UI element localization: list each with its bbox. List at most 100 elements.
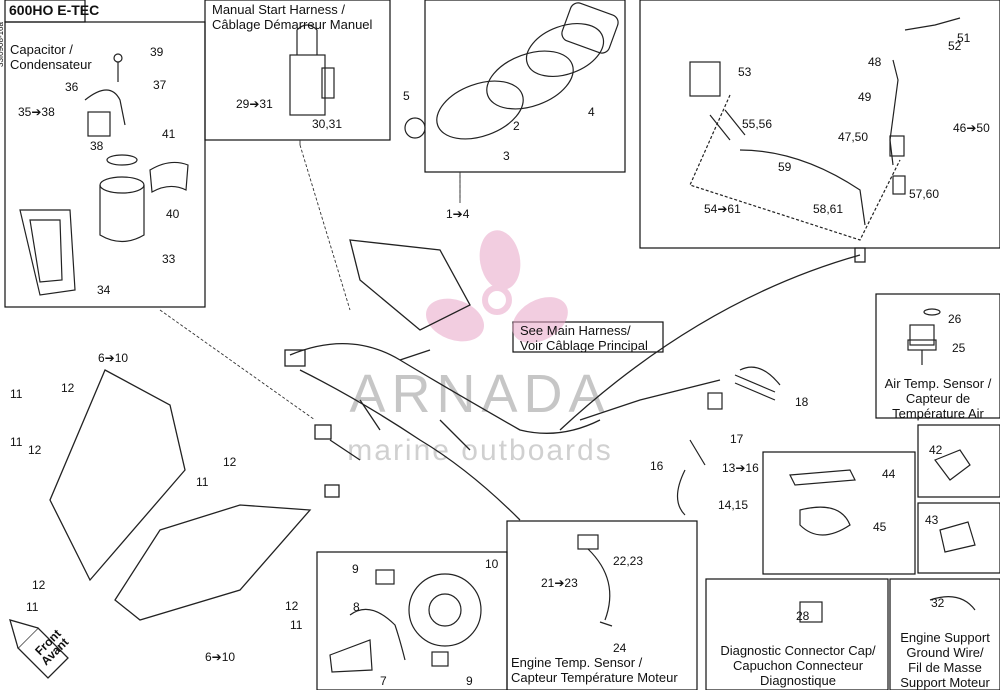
callout-27: 58,61 <box>813 202 843 216</box>
callout-6: 40 <box>166 207 180 221</box>
callout-47: 9 <box>352 562 359 576</box>
callout-56: 44 <box>882 467 896 481</box>
capacitor-label: Capacitor / Condensateur <box>10 42 92 72</box>
callout-34: 12 <box>28 443 42 457</box>
callout-59: 28 <box>796 609 810 623</box>
gauge-box <box>424 0 626 173</box>
callout-44: 13➔16 <box>722 461 759 475</box>
callout-21: 55,56 <box>742 117 772 131</box>
callout-50: 7 <box>380 674 387 688</box>
engine-temp-label-fr: Capteur Température Moteur <box>511 670 678 685</box>
callout-0: 39 <box>150 45 164 59</box>
manual-start-label-en: Manual Start Harness / <box>212 2 345 17</box>
engine-temp-label-en: Engine Temp. Sensor / <box>511 655 643 670</box>
callout-53: 21➔23 <box>541 576 578 590</box>
callout-10: 30,31 <box>312 117 342 131</box>
callout-31: 11 <box>10 387 23 401</box>
callout-58: 43 <box>925 513 939 527</box>
callout-37: 12 <box>32 578 46 592</box>
harness-center <box>284 239 866 521</box>
manual-start-connector <box>289 24 335 116</box>
engine-support-label-fr1: Fil de Masse <box>908 660 982 675</box>
watermark-title: ARNADA <box>349 364 610 424</box>
engine-support-label: Engine Support Ground Wire/ Fil de Masse… <box>891 630 999 690</box>
callout-17: 52 <box>948 39 962 53</box>
bulb-box <box>316 551 508 690</box>
engine-support-box <box>889 578 1000 690</box>
callout-55: 42 <box>929 443 943 457</box>
clip-42-box <box>917 424 1000 498</box>
main-harness-label-fr: Voir Câblage Principal <box>520 338 648 353</box>
callout-45: 16 <box>650 459 664 473</box>
diag-cap-label-fr1: Capuchon Connecteur <box>732 658 864 673</box>
air-temp-label-fr2: Température Air <box>892 406 984 421</box>
engine-temp-box <box>506 520 698 690</box>
callout-12: 2 <box>513 119 520 133</box>
callout-42: 18 <box>795 395 809 409</box>
callout-18: 48 <box>868 55 882 69</box>
callout-19: 49 <box>858 90 872 104</box>
callout-40: 11 <box>290 618 303 632</box>
callout-23: 46➔50 <box>953 121 990 135</box>
air-temp-box <box>875 293 1000 419</box>
air-temp-label-en: Air Temp. Sensor / <box>884 376 992 391</box>
callout-54: 24 <box>613 641 627 655</box>
callout-11: 5 <box>403 89 410 103</box>
callout-36: 12 <box>223 455 237 469</box>
diag-cap-label-en: Diagnostic Connector Cap/ <box>720 643 876 658</box>
bulb-parts <box>329 569 482 673</box>
engine-temp-label: Engine Temp. Sensor / Capteur Températur… <box>511 655 678 685</box>
main-harness-label-en: See Main Harness/ <box>520 323 631 338</box>
capacitor-assembly <box>19 53 189 296</box>
callout-28: 26 <box>948 312 962 326</box>
callout-49: 8 <box>353 600 360 614</box>
front-arrow <box>9 619 69 679</box>
callout-29: 25 <box>952 341 966 355</box>
misc-parts <box>789 449 976 623</box>
callout-24: 59 <box>778 160 792 174</box>
callout-7: 33 <box>162 252 176 266</box>
callout-9: 29➔31 <box>236 97 273 111</box>
engine-support-label-en2: Ground Wire/ <box>906 645 984 660</box>
watermark-subtitle: marine outboards <box>347 434 612 467</box>
callout-26: 54➔61 <box>704 202 741 216</box>
manual-start-label: Manual Start Harness / Câblage Démarreur… <box>212 2 372 32</box>
headlight-lens <box>49 369 312 621</box>
callout-13: 3 <box>503 149 510 163</box>
air-temp-label: Air Temp. Sensor / Capteur de Températur… <box>878 376 998 421</box>
callout-48: 10 <box>485 557 499 571</box>
main-harness-box <box>512 321 664 353</box>
callout-60: 32 <box>931 596 945 610</box>
gauge-parts <box>404 2 619 140</box>
capacitor-box <box>4 21 206 308</box>
diag-cap-label-fr2: Diagnostique <box>760 673 836 688</box>
capacitor-label-en: Capacitor / <box>10 42 73 57</box>
callout-4: 41 <box>162 127 176 141</box>
callout-38: 11 <box>26 600 39 614</box>
page-title: 600HO E-TEC <box>9 2 100 18</box>
callout-25: 57,60 <box>909 187 939 201</box>
callout-33: 11 <box>10 435 23 449</box>
engine-support-label-en1: Engine Support <box>900 630 990 645</box>
air-temp-sensor <box>907 308 941 365</box>
callout-22: 47,50 <box>838 130 868 144</box>
callout-3: 35➔38 <box>18 105 55 119</box>
callout-57: 45 <box>873 520 887 534</box>
callout-8: 34 <box>97 283 111 297</box>
callout-41: 6➔10 <box>205 650 235 664</box>
callout-52: 22,23 <box>613 554 643 568</box>
engine-support-label-fr2: Support Moteur <box>900 675 990 690</box>
diag-cap-box <box>705 578 889 690</box>
callout-16: 51 <box>957 31 971 45</box>
callout-35: 11 <box>196 475 209 489</box>
clip-43-box <box>917 502 1000 574</box>
callout-labels: 39373635➔38413840333429➔3130,3152341➔451… <box>10 31 990 688</box>
callout-15: 1➔4 <box>446 207 470 221</box>
manual-start-label-fr: Câblage Démarreur Manuel <box>212 17 373 32</box>
engine-temp-sensor <box>577 534 613 627</box>
callout-30: 6➔10 <box>98 351 128 365</box>
title-frame <box>4 0 86 23</box>
watermark: ARNADA marine outboards <box>347 230 612 467</box>
tether-parts <box>676 366 781 516</box>
